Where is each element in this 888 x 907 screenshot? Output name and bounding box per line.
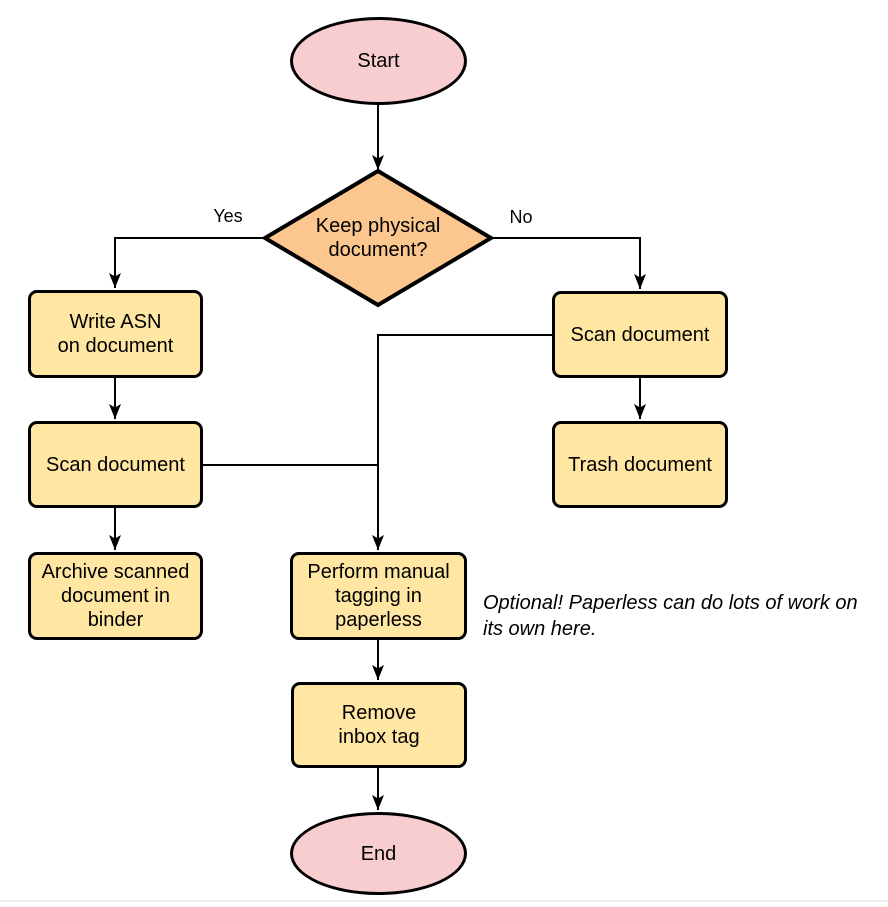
decision-diamond-shape — [261, 168, 495, 308]
bottom-divider — [0, 900, 888, 902]
node-remove-inbox-tag: Remove inbox tag — [291, 682, 467, 768]
edge-decision-no-to-scan-right — [491, 237, 646, 289]
node-trash-document: Trash document — [552, 421, 728, 508]
node-perform-manual-tagging: Perform manual tagging in paperless — [290, 552, 467, 640]
edge-decision-yes-to-write-asn — [109, 237, 265, 288]
node-scan-document-left: Scan document — [28, 421, 203, 508]
edge-label-no: No — [498, 207, 544, 227]
node-decision-label: Keep physical document? — [315, 215, 441, 261]
node-write-asn-on-document: Write ASN on document — [28, 290, 203, 378]
optional-note: Optional! Paperless can do lots of work … — [483, 592, 858, 640]
node-archive-scanned-document: Archive scanned document in binder — [28, 552, 203, 640]
edge-label-yes: Yes — [205, 206, 251, 226]
node-end: End — [290, 812, 467, 895]
node-start: Start — [290, 17, 467, 105]
node-scan-document-right: Scan document — [552, 291, 728, 378]
edge-scan-right-to-tagging — [372, 334, 552, 550]
